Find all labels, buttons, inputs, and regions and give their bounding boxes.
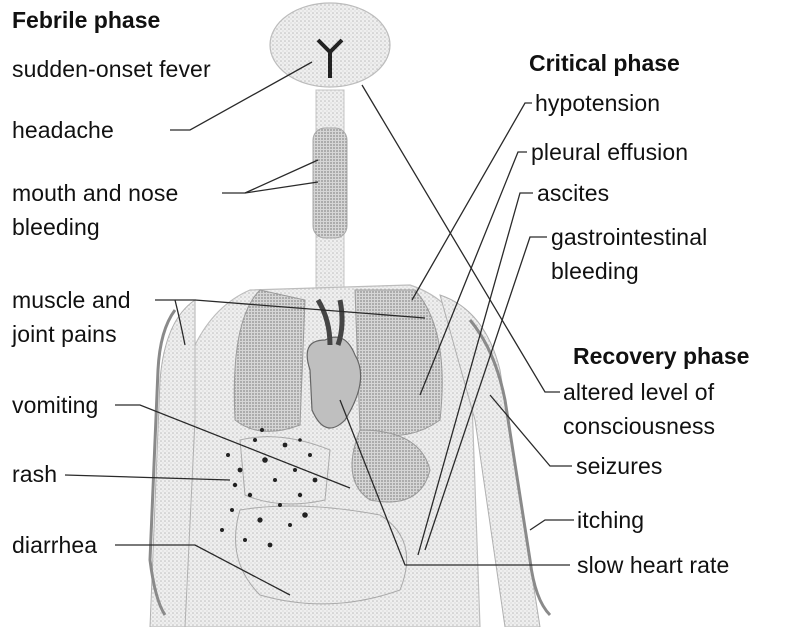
symptom-itching: itching bbox=[577, 506, 644, 534]
recovery-phase-heading: Recovery phase bbox=[573, 342, 749, 370]
symptom-muscle-line1: muscle and bbox=[12, 286, 131, 314]
brain-shape bbox=[270, 3, 390, 87]
symptom-rash: rash bbox=[12, 460, 57, 488]
symptom-altered-line1: altered level of bbox=[563, 378, 714, 406]
symptom-gi-line1: gastrointestinal bbox=[551, 223, 707, 251]
symptom-ascites: ascites bbox=[537, 179, 609, 207]
symptom-diarrhea: diarrhea bbox=[12, 531, 97, 559]
symptom-bleeding-line1: mouth and nose bbox=[12, 179, 178, 207]
symptom-muscle-line2: joint pains bbox=[12, 320, 117, 348]
febrile-phase-heading: Febrile phase bbox=[12, 6, 160, 34]
symptom-fever: sudden-onset fever bbox=[12, 55, 211, 83]
symptom-seizures: seizures bbox=[576, 452, 662, 480]
symptom-bleeding-line2: bleeding bbox=[12, 213, 100, 241]
symptom-altered-line2: consciousness bbox=[563, 412, 715, 440]
symptom-hypotension: hypotension bbox=[535, 89, 660, 117]
leader-bleeding-nose bbox=[222, 160, 318, 193]
critical-phase-heading: Critical phase bbox=[529, 49, 680, 77]
throat-shape bbox=[313, 128, 347, 238]
leader-itching bbox=[530, 520, 574, 530]
symptom-slow-heart-rate: slow heart rate bbox=[577, 551, 729, 579]
symptom-gi-line2: bleeding bbox=[551, 257, 639, 285]
symptom-pleural-effusion: pleural effusion bbox=[531, 138, 688, 166]
symptom-vomiting: vomiting bbox=[12, 391, 98, 419]
right-lung-shape bbox=[355, 290, 442, 436]
symptom-headache: headache bbox=[12, 116, 114, 144]
